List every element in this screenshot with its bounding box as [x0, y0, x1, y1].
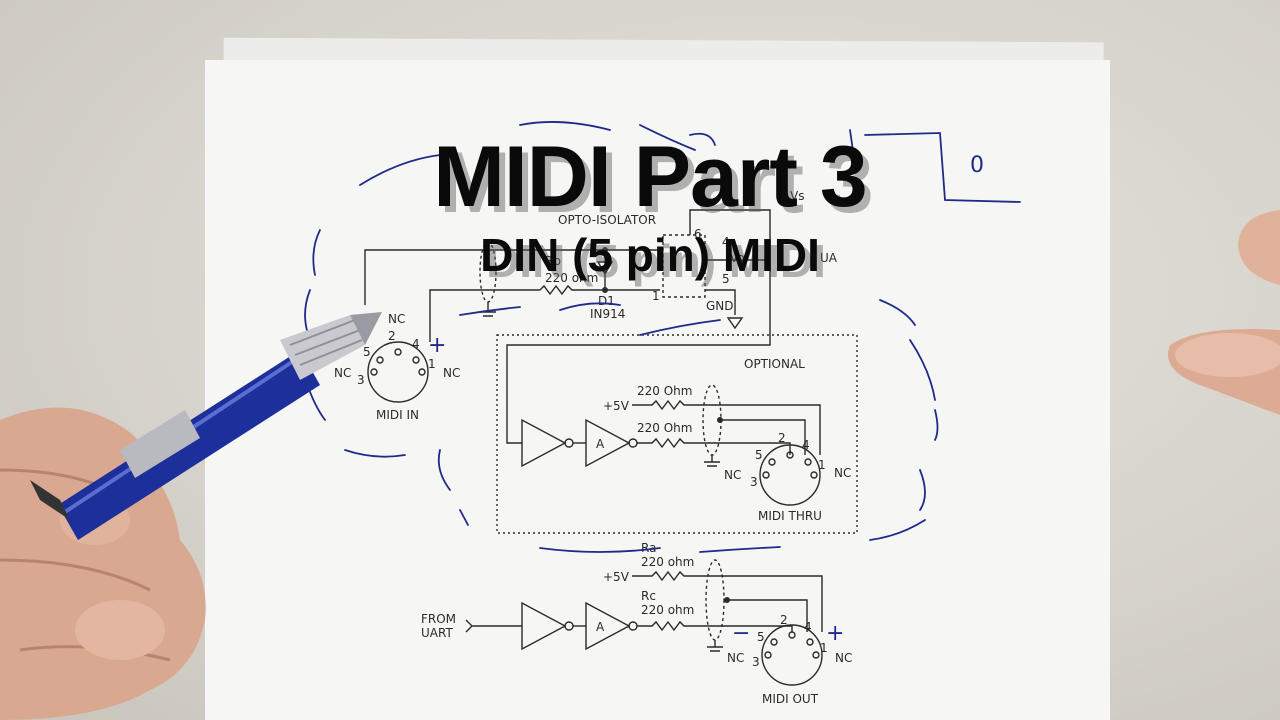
midi-in-pin3: 3 [357, 373, 365, 387]
from-label: FROM [421, 612, 456, 626]
opto-pin1: 1 [652, 289, 660, 303]
diode-label: D1 [598, 294, 615, 308]
opto-label: OPTO-ISOLATOR [558, 213, 656, 227]
optional-label: OPTIONAL [744, 357, 805, 371]
opto-output [689, 209, 771, 335]
midi-in-connector [367, 341, 429, 403]
resistor-rb [539, 284, 660, 296]
opto-pin6: 6 [694, 227, 702, 241]
opto-pin5: 5 [722, 272, 730, 286]
ink-annotations: 0 + + − [299, 121, 1021, 646]
opto-ua: UA [820, 251, 838, 265]
ra-value: 220 ohm [641, 555, 694, 569]
optional-box [496, 334, 858, 534]
out-buffer-2 [585, 601, 631, 651]
out-nc-left: NC [727, 651, 744, 665]
wire-in-bottom [429, 289, 540, 342]
rc-label: Rc [641, 589, 656, 603]
video-subtitle: DIN (5 pin) MIDI [480, 229, 820, 281]
thru-nc-left: NC [724, 468, 741, 482]
paper-sheet [205, 60, 1110, 720]
midi-in-pin2: 2 [388, 329, 396, 343]
midi-in-nc-top: NC [388, 312, 405, 326]
right-hand [1168, 210, 1280, 415]
thru-pin1: 1 [818, 458, 826, 472]
opto-isolator [662, 234, 706, 298]
out-pin3: 3 [752, 655, 760, 669]
midi-out-connector [761, 624, 823, 686]
thru-buffer-1 [521, 418, 567, 468]
thru-pin3: 3 [750, 475, 758, 489]
thru-pin2: 2 [778, 431, 786, 445]
gnd-label: GND [706, 299, 734, 313]
thru-5v: +5V [603, 399, 630, 413]
thru-pin5: 5 [755, 448, 763, 462]
rb-label: Rb [545, 254, 561, 268]
ink-plus-in: + [428, 333, 446, 358]
out-pin2: 2 [780, 613, 788, 627]
gnd-symbol [726, 317, 744, 330]
opto-pin4: 4 [722, 235, 730, 249]
midi-in-pin1: 1 [428, 357, 436, 371]
midi-in-label: MIDI IN [376, 408, 419, 422]
thru-r1-value: 220 Ohm [637, 384, 692, 398]
ra-label: Ra [641, 541, 656, 555]
ballpoint-pen [30, 312, 382, 540]
diode-part: IN914 [590, 307, 625, 321]
ink-minus-out: − [732, 621, 750, 646]
right-hand-fingers-top [1238, 210, 1280, 285]
ink-zero: 0 [970, 153, 984, 178]
out-5v: +5V [603, 570, 630, 584]
midi-out-label: MIDI OUT [762, 692, 819, 706]
out-pin4: 4 [804, 620, 812, 634]
midi-in-pin5: 5 [363, 345, 371, 359]
midi-in-nc-left: NC [334, 366, 351, 380]
out-gate-label: A [596, 620, 605, 634]
rc-value: 220 ohm [641, 603, 694, 617]
video-title: MIDI Part 3 [433, 129, 867, 225]
thru-r2-value: 220 Ohm [637, 421, 692, 435]
uart-label: UART [421, 626, 453, 640]
out-nc-right: NC [835, 651, 852, 665]
thru-nc-right: NC [834, 466, 851, 480]
midi-thru-section: OPTIONAL A +5V 220 Ohm 220 Ohm NC NC [496, 334, 858, 534]
midi-out-section: FROM UART A Ra 220 ohm +5V Rc 220 ohm NC [421, 541, 852, 706]
midi-in-nc-right: NC [443, 366, 460, 380]
midi-in-section: Rb 220 ohm D1 IN914 OPTO-ISOLATOR 6 4 5 … [334, 189, 838, 422]
out-pin5: 5 [757, 630, 765, 644]
midi-thru-connector [759, 444, 821, 506]
out-buffer-1 [521, 601, 567, 651]
midi-in-pin4: 4 [412, 337, 420, 351]
ink-box [849, 129, 1021, 203]
wire-in-top [364, 249, 660, 305]
thru-gate-label: A [596, 437, 605, 451]
ink-plus-out: + [826, 621, 844, 646]
pen-barrel [58, 350, 320, 540]
pen-tip [350, 312, 382, 345]
thru-pin4: 4 [802, 438, 810, 452]
midi-thru-label: MIDI THRU [758, 509, 822, 523]
out-pin1: 1 [820, 641, 828, 655]
opto-vo: Vo [730, 251, 745, 265]
diode-d1 [596, 250, 614, 290]
opto-vs: Vs [790, 189, 804, 203]
rb-value: 220 ohm [545, 271, 598, 285]
ink-squiggle-top [359, 121, 716, 186]
